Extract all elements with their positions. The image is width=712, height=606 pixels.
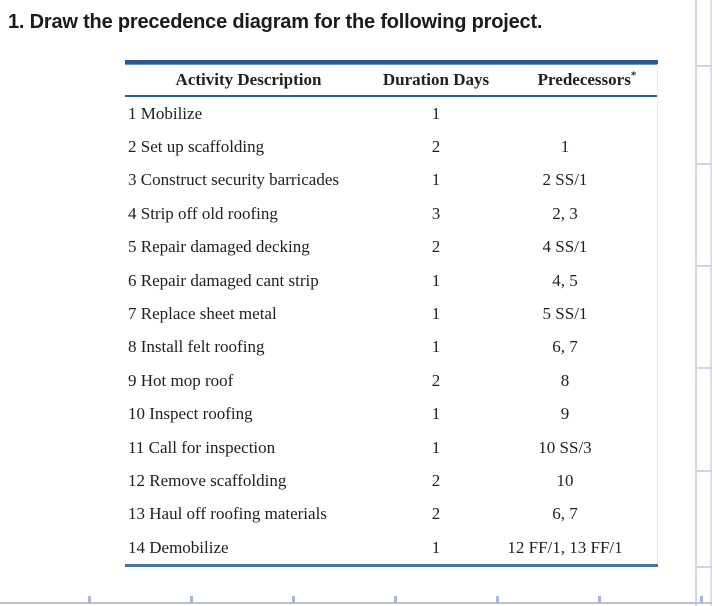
table-row: 8 Install felt roofing 1 6, 7 [125, 331, 658, 364]
header-predecessors: Predecessors* [500, 68, 658, 90]
cell-predecessors: 5 SS/1 [542, 304, 588, 324]
cell-duration: 2 [431, 504, 441, 524]
spreadsheet-column-tick [496, 596, 499, 603]
spreadsheet-column-tick [292, 596, 295, 603]
cell-activity: 10 Inspect roofing [128, 404, 253, 424]
spreadsheet-row-gridline [695, 470, 712, 472]
cell-activity: 12 Remove scaffolding [128, 470, 287, 490]
spreadsheet-column-gridline [695, 0, 697, 606]
cell-duration: 2 [431, 370, 441, 390]
spreadsheet-row-gridline [695, 566, 712, 568]
spreadsheet-column-tick [700, 596, 703, 603]
cell-activity: 5 Repair damaged decking [128, 237, 310, 257]
table-row: 12 Remove scaffolding 2 10 [125, 464, 658, 497]
table-body: 1 Mobilize 1 2 Set up scaffolding 2 1 3 … [125, 97, 658, 564]
cell-duration: 3 [431, 203, 441, 223]
cell-duration: 1 [431, 304, 441, 324]
precedence-table: Activity Description Duration Days Prede… [125, 60, 658, 568]
table-row: 2 Set up scaffolding 2 1 [125, 130, 658, 163]
table-row: 13 Haul off roofing materials 2 6, 7 [125, 498, 658, 531]
spreadsheet-row-gridline [695, 65, 712, 67]
cell-predecessors: 6, 7 [552, 337, 578, 357]
spreadsheet-column-tick [190, 596, 193, 603]
spreadsheet-edge-gridline [710, 0, 712, 606]
table-row: 3 Construct security barricades 1 2 SS/1 [125, 164, 658, 197]
cell-predecessors: 2, 3 [552, 203, 578, 223]
cell-activity: 9 Hot mop roof [128, 370, 234, 390]
table-row: 6 Repair damaged cant strip 1 4, 5 [125, 264, 658, 297]
spreadsheet-row-gridline [695, 265, 712, 267]
cell-predecessors: 9 [560, 404, 570, 424]
cell-predecessors: 12 FF/1, 13 FF/1 [507, 537, 623, 557]
spreadsheet-bottom-gridline [0, 602, 712, 604]
header-predecessors-label: Predecessors [537, 69, 631, 89]
spreadsheet-column-tick [394, 596, 397, 603]
cell-activity: 14 Demobilize [128, 537, 229, 557]
cell-predecessors: 10 SS/3 [538, 437, 592, 457]
header-duration-days: Duration Days [382, 69, 490, 89]
cell-duration: 2 [431, 470, 441, 490]
spreadsheet-row-gridline [695, 367, 712, 369]
table-row: 11 Call for inspection 1 10 SS/3 [125, 431, 658, 464]
header-activity-description: Activity Description [175, 69, 322, 89]
cell-predecessors: 6, 7 [552, 504, 578, 524]
cell-predecessors: 10 [556, 470, 574, 490]
cell-activity: 8 Install felt roofing [128, 337, 265, 357]
spreadsheet-row-gridline [695, 163, 712, 165]
cell-duration: 1 [431, 270, 441, 290]
cell-predecessors: 2 SS/1 [542, 170, 588, 190]
cell-activity: 3 Construct security barricades [128, 170, 340, 190]
spreadsheet-column-tick [88, 596, 91, 603]
cell-activity: 2 Set up scaffolding [128, 137, 265, 157]
predecessors-footnote-marker: * [630, 68, 637, 81]
cell-duration: 1 [431, 170, 441, 190]
cell-activity: 11 Call for inspection [128, 437, 276, 457]
table-header-row: Activity Description Duration Days Prede… [125, 64, 658, 97]
cell-activity: 13 Haul off roofing materials [128, 504, 327, 524]
cell-duration: 2 [431, 137, 441, 157]
question-title: 1. Draw the precedence diagram for the f… [8, 11, 543, 33]
table-row: 10 Inspect roofing 1 9 [125, 398, 658, 431]
cell-duration: 1 [431, 337, 441, 357]
table-row: 4 Strip off old roofing 3 2, 3 [125, 197, 658, 230]
table-row: 1 Mobilize 1 [125, 97, 658, 130]
cell-predecessors: 4 SS/1 [542, 237, 588, 257]
table-row: 14 Demobilize 1 12 FF/1, 13 FF/1 [125, 531, 658, 564]
cell-predecessors: 4, 5 [552, 270, 578, 290]
cell-activity: 1 Mobilize [128, 103, 203, 123]
table-row: 5 Repair damaged decking 2 4 SS/1 [125, 231, 658, 264]
cell-predecessors: 1 [560, 137, 570, 157]
cell-duration: 1 [431, 103, 441, 123]
cell-duration: 1 [431, 537, 441, 557]
table-row: 9 Hot mop roof 2 8 [125, 364, 658, 397]
cell-duration: 2 [431, 237, 441, 257]
cell-activity: 4 Strip off old roofing [128, 203, 278, 223]
cell-predecessors: 8 [560, 370, 570, 390]
spreadsheet-column-tick [598, 596, 601, 603]
cell-activity: 7 Replace sheet metal [128, 304, 277, 324]
table-row: 7 Replace sheet metal 1 5 SS/1 [125, 297, 658, 330]
cell-duration: 1 [431, 437, 441, 457]
cell-activity: 6 Repair damaged cant strip [128, 270, 319, 290]
cell-duration: 1 [431, 404, 441, 424]
